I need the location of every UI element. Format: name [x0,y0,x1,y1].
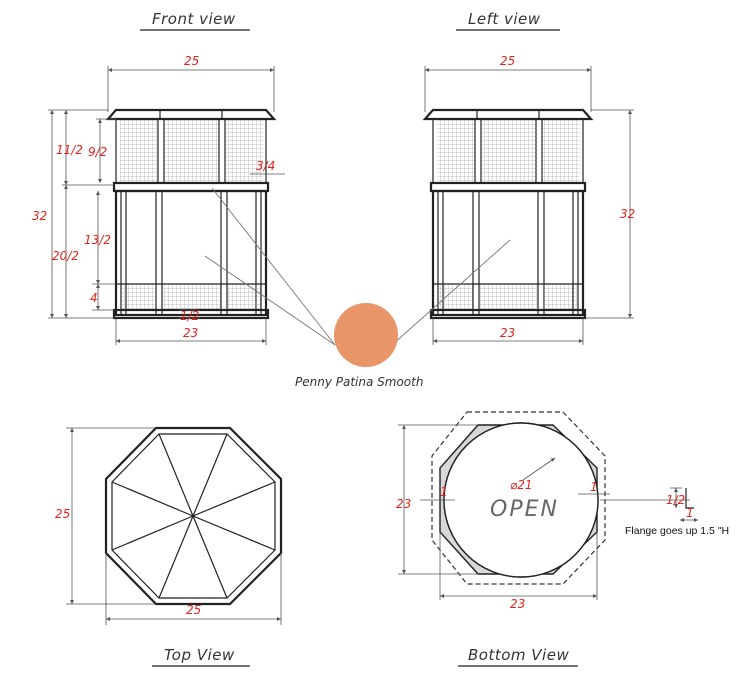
bottom-dim-side-right: 1 [590,480,598,494]
bottom-dim-diameter: ⌀21 [510,478,533,492]
front-dim-upper-height: 11/2 [56,143,83,157]
top-view: 25 25 Top View [55,426,283,667]
front-view: Front view 25 32 [32,10,285,345]
top-dim-width: 25 [186,603,201,617]
bottom-view: OPEN ⌀21 1 1 23 23 1/2 1 Flange goes up … [396,411,729,667]
left-upper-mesh-right [542,120,580,182]
front-base-mesh-left [121,284,156,310]
front-dim-bottom-width: 23 [183,326,198,340]
flange-dim-thickness: 1 [686,506,694,520]
front-upper-mesh-right [225,120,263,182]
swatch-label: Penny Patina Smooth [295,375,423,389]
left-view: Left view 25 32 23 [422,10,635,345]
left-base-mesh-right [544,284,578,310]
bottom-view-title: Bottom View [468,646,569,664]
top-dim-height: 25 [55,507,70,521]
front-view-title: Front view [152,10,236,28]
flange-note: Flange goes up 1.5 "H [625,525,729,537]
front-dim-lower-height: 20/2 [52,249,79,263]
bottom-dim-side-left: 1 [440,485,448,499]
front-dim-mesh-height: 9/2 [88,145,107,159]
material-swatch: Penny Patina Smooth [204,187,511,389]
front-dim-lower-panel: 13/2 [84,233,111,247]
left-base-mesh-center [479,284,538,310]
front-base-mesh-right [227,284,261,310]
left-base-rail [429,308,587,320]
front-roof [105,108,277,121]
left-dim-height: 32 [620,207,635,221]
front-dim-base-mesh: 4 [90,291,98,305]
front-dim-post: 3/4 [256,159,275,173]
front-upper-mesh-left [120,120,158,182]
top-octagon-outer [104,426,283,606]
flange-profile [685,488,694,509]
bottom-dim-height: 23 [396,497,411,511]
left-roof [422,108,594,121]
left-view-title: Left view [468,10,541,28]
bottom-octagon-dashed [431,411,606,585]
bottom-dim-width: 23 [510,597,525,611]
left-upper-mesh-center [481,120,536,182]
left-dim-bottom-width: 23 [500,326,515,340]
penny-patina-swatch [334,303,398,367]
front-dim-top-width: 25 [184,54,199,68]
front-band [112,181,270,193]
front-dim-rail: 1/2 [180,309,199,323]
left-band [429,181,587,193]
flange-dim-height: 1/2 [666,493,685,507]
front-dim-total-height: 32 [32,209,47,223]
front-base-mesh-center [162,284,221,310]
front-upper-mesh-center [164,120,219,182]
bottom-open-label: OPEN [490,497,559,522]
left-dim-top-width: 25 [500,54,515,68]
left-upper-mesh-left [437,120,475,182]
top-view-title: Top View [164,646,235,664]
